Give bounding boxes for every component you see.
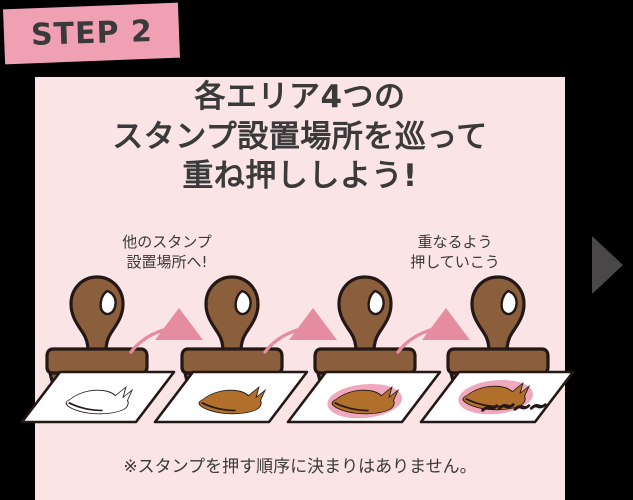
card-3 (286, 370, 442, 424)
arrow-row (129, 306, 472, 354)
stamp-2 (180, 275, 284, 383)
annotation-left-line-1: 他のスタンプ (122, 233, 212, 251)
annotation-left-line-2: 設置場所へ! (126, 253, 208, 272)
stamp-1 (45, 275, 149, 383)
footer-note: ※スタンプを押す順序に決まりはありません。 (123, 457, 477, 477)
card-1 (20, 370, 176, 424)
step-badge: STEP 2 (3, 2, 180, 65)
card-4 (419, 370, 575, 424)
annotation-right-line-1: 重なるよう (417, 233, 493, 251)
page-title-line-1: 各エリア4つの (194, 79, 406, 115)
arrow-1 (129, 306, 205, 354)
arrow-3 (396, 306, 472, 354)
page-title-line-2: スタンプ設置場所を巡って (112, 118, 488, 155)
page-title-line-3: 重ね押ししよう! (182, 158, 418, 195)
annotation-right-line-2: 押していこう (410, 253, 500, 272)
stamp-3 (313, 275, 417, 383)
annotation-left: 他のスタンプ 設置場所へ! (92, 232, 242, 272)
page-title: 各エリア4つの スタンプ設置場所を巡って 重ね押ししよう! (35, 78, 565, 197)
annotation-right: 重なるよう 押していこう (380, 232, 530, 272)
card-2 (153, 370, 309, 424)
arrow-2 (263, 306, 339, 354)
stamp-4 (446, 275, 550, 383)
triangle-right-icon[interactable] (592, 236, 623, 294)
stamp-impression-script (481, 403, 547, 412)
step-badge-label: STEP 2 (30, 14, 153, 53)
